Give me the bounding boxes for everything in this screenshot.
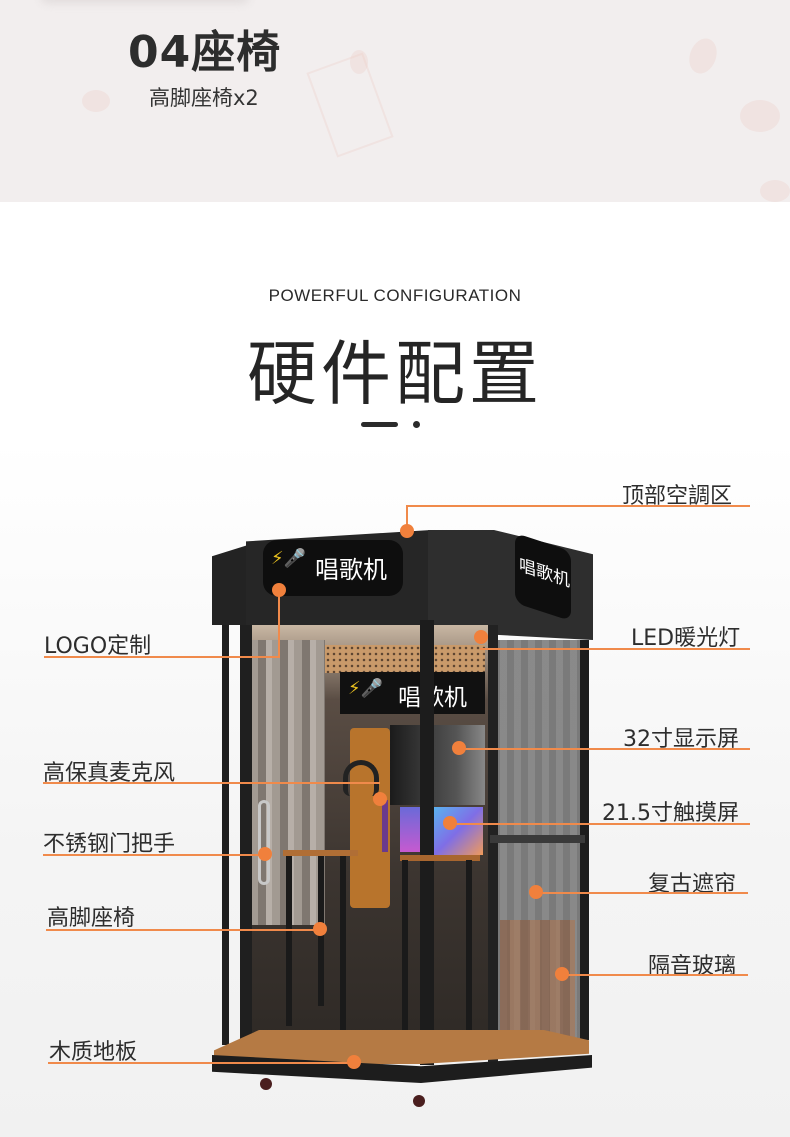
booth-front-sign-text: 唱歌机 [315, 556, 387, 584]
callout-line [43, 782, 380, 784]
music-note-icon [740, 100, 780, 132]
microphone-stand [382, 800, 388, 852]
music-note-icon [684, 34, 722, 78]
callout-line [46, 929, 320, 931]
heading-divider-dash [361, 422, 398, 427]
microphone-icon: ⚡🎤 [271, 548, 307, 569]
music-staff-icon [306, 52, 394, 158]
callout-dot [258, 847, 272, 861]
decorative-shadow [40, 0, 250, 4]
callout-line [406, 505, 750, 507]
callout-label-logo-custom: LOGO定制 [44, 634, 152, 659]
stool-leg [402, 860, 408, 1035]
booth-side-sign-text: 唱歌机 [519, 555, 570, 592]
seat-section-banner: 04座椅 高脚座椅x2 [0, 0, 790, 202]
heading-english: POWERFUL CONFIGURATION [268, 286, 522, 305]
callout-line [536, 892, 748, 894]
music-note-icon [82, 90, 110, 112]
heading-chinese: 硬件配置 [247, 333, 543, 415]
stool-seat [283, 850, 358, 856]
callout-line [450, 823, 750, 825]
callout-label-32-inch-display: 32寸显示屏 [623, 727, 739, 752]
callout-dot [452, 741, 466, 755]
callout-label-microphone: 高保真麦克风 [43, 761, 176, 786]
caster-wheel [413, 1095, 425, 1107]
inner-sign: ⚡🎤 唱歌机 [340, 672, 485, 714]
music-note-icon [760, 180, 790, 202]
callout-dot [555, 967, 569, 981]
microphone-icon: ⚡🎤 [348, 678, 384, 699]
seat-section-title: 04座椅 [128, 27, 282, 78]
32-inch-display [390, 725, 485, 805]
callout-line [480, 648, 750, 650]
stool-leg [340, 856, 346, 1031]
frame-pillar [222, 625, 229, 1045]
stool-leg [466, 860, 472, 1030]
callout-dot [529, 885, 543, 899]
callout-label-door-handle: 不锈钢门把手 [43, 832, 176, 857]
callout-line [43, 854, 265, 856]
frame-pillar [488, 625, 498, 1065]
booth-roof-left [212, 545, 248, 625]
callout-label-top-ac: 顶部空調区 [622, 484, 733, 509]
21-5-inch-touch-screen [433, 807, 483, 855]
callout-line [48, 1062, 354, 1064]
callout-dot [474, 630, 488, 644]
callout-line [406, 505, 408, 530]
callout-dot [400, 524, 414, 538]
callout-label-touch-screen: 21.5寸触摸屏 [602, 801, 739, 826]
heading-divider-dot [413, 421, 420, 428]
stool-seat [400, 855, 480, 861]
music-note-icon [350, 50, 368, 74]
door-handle [258, 800, 270, 885]
callout-label-bar-stool: 高脚座椅 [47, 906, 136, 931]
stool-leg [286, 856, 292, 1026]
callout-line [278, 590, 280, 658]
frame-pillar [240, 625, 252, 1055]
caster-wheel [260, 1078, 272, 1090]
callout-dot [347, 1055, 361, 1069]
frame-pillar [420, 620, 434, 1065]
callout-dot [313, 922, 327, 936]
booth-front-sign: ⚡🎤 唱歌机 [263, 540, 403, 596]
callout-line [562, 974, 748, 976]
callout-dot [272, 583, 286, 597]
callout-dot [373, 792, 387, 806]
headphones-icon [343, 760, 379, 796]
seat-section-subtitle: 高脚座椅x2 [149, 86, 259, 110]
callout-label-wooden-floor: 木质地板 [49, 1040, 138, 1065]
frame-rail [490, 835, 585, 843]
callout-label-led-light: LED暖光灯 [631, 626, 741, 651]
callout-dot [443, 816, 457, 830]
callout-line [44, 656, 280, 658]
ceiling-panel [325, 645, 485, 673]
callout-line [460, 748, 750, 750]
